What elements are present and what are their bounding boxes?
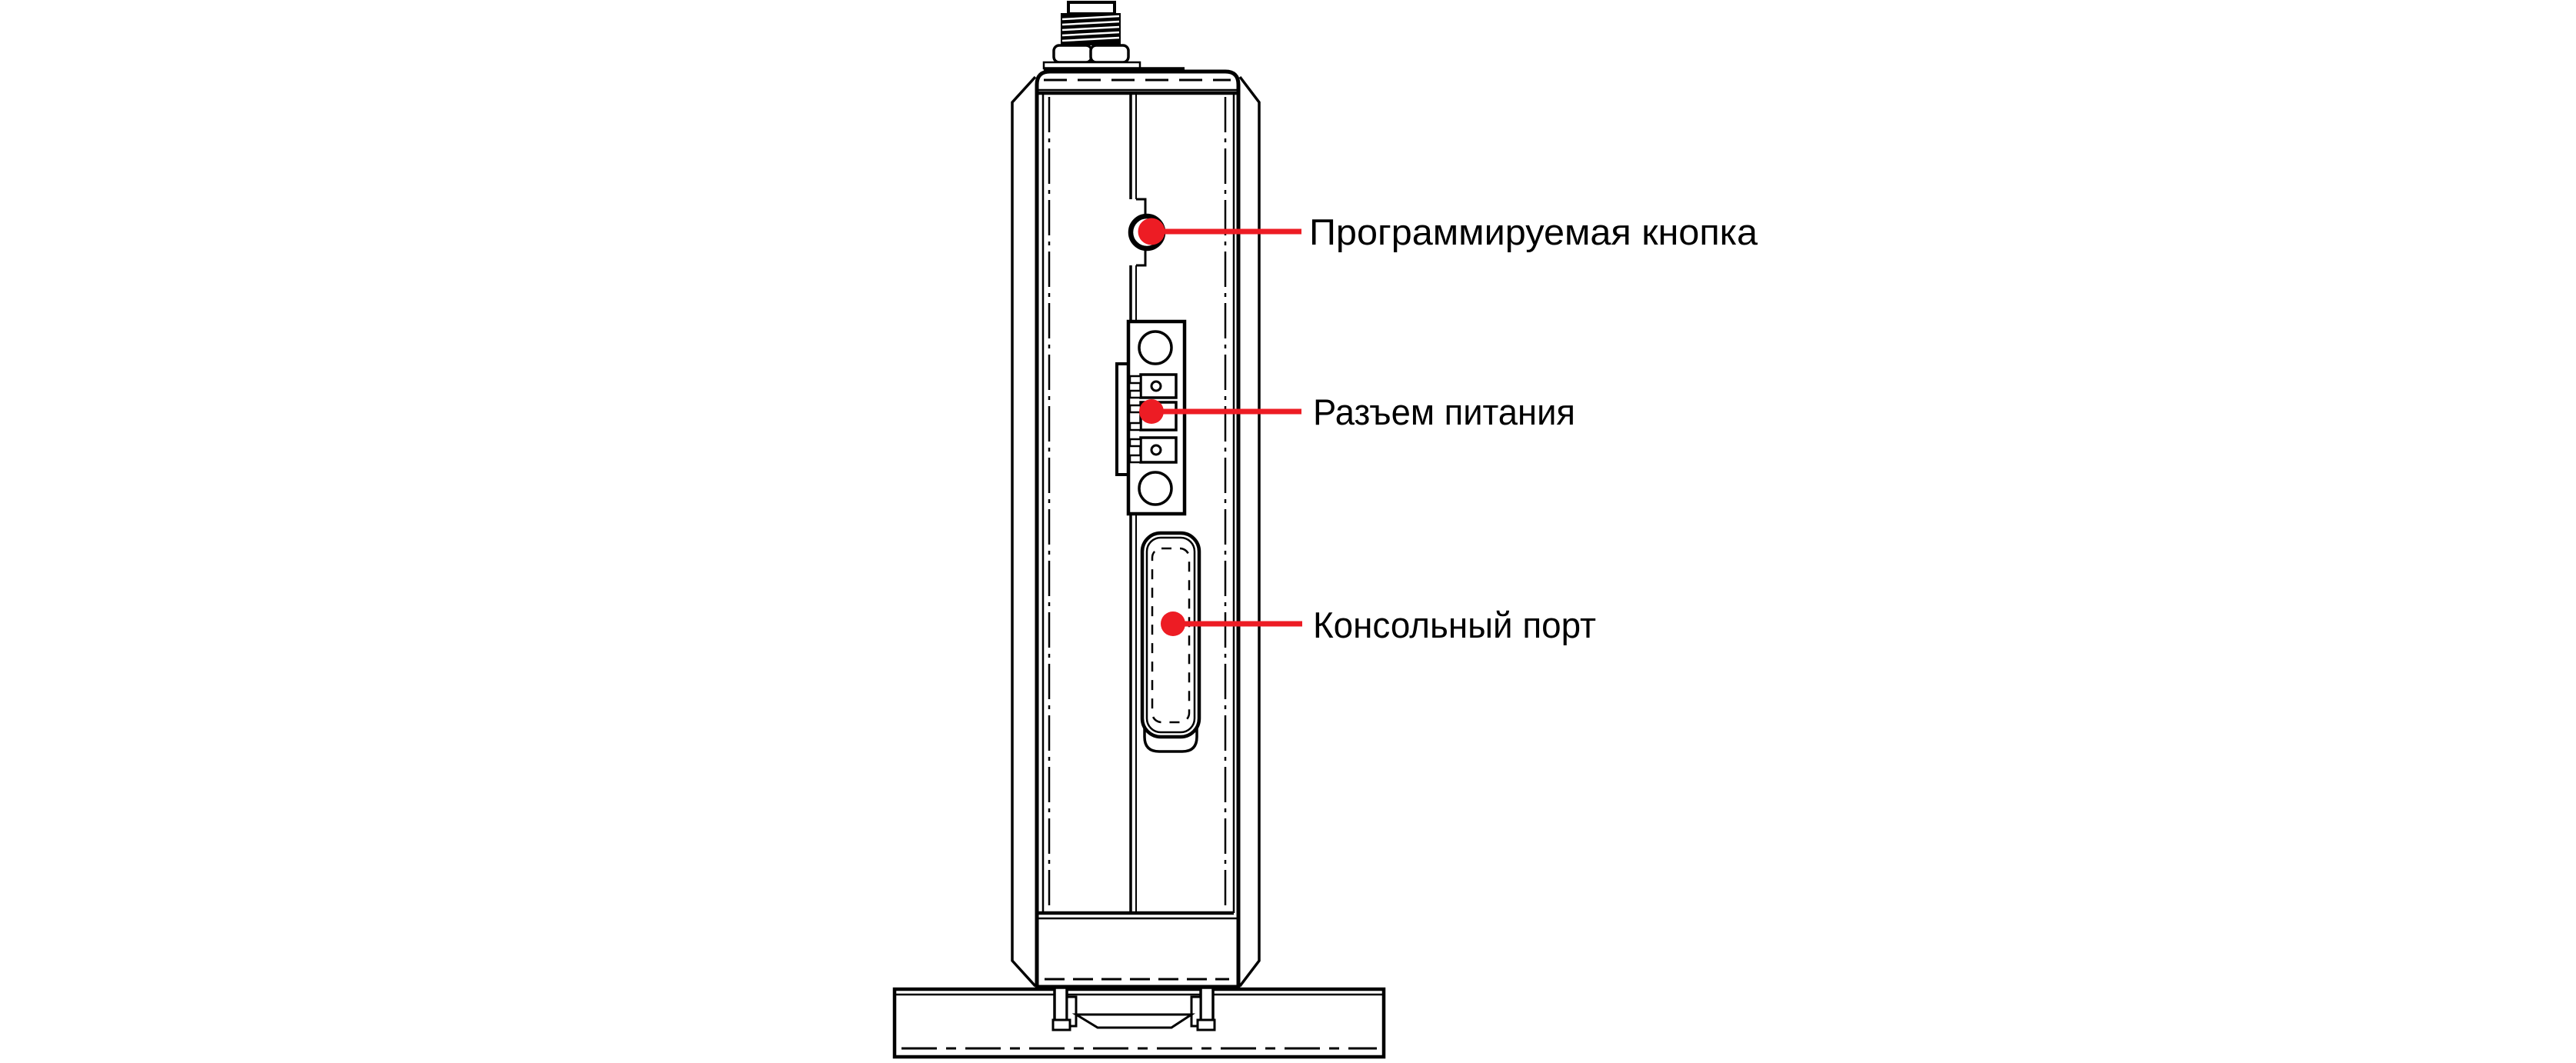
clip-left-foot (1051, 1018, 1071, 1031)
callout-dot-power-connector (1139, 399, 1164, 424)
right-flange (1238, 75, 1261, 988)
terminal-screw-3 (1150, 444, 1162, 456)
din-rail-clip (1051, 986, 1216, 1031)
antenna-connector-icon (1042, 1, 1185, 71)
console-port-inner (1145, 536, 1196, 734)
callout-console-port: Консольный порт (1161, 605, 1596, 645)
console-port-icon (1140, 531, 1201, 753)
left-flange (1011, 75, 1037, 988)
chassis-outline (1035, 69, 1241, 989)
terminal-screw-1 (1150, 380, 1162, 392)
clip-right-foot (1196, 1018, 1216, 1031)
clip-plate (1071, 1013, 1196, 1029)
callout-power-connector: Разъем питания (1139, 392, 1575, 432)
terminal-cell-1 (1139, 373, 1178, 399)
callout-label-console-port: Консольный порт (1313, 605, 1596, 645)
power-screw-bottom (1138, 471, 1173, 506)
power-screw-top (1138, 330, 1173, 365)
console-port-hidden-opening (1151, 547, 1191, 724)
antenna-nut-left (1052, 44, 1093, 64)
callout-programmable-button: Программируемая кнопка (1138, 212, 1758, 252)
callouts: Программируемая кнопка Разъем питания Ко… (1138, 212, 1758, 645)
button-panel-step (1136, 198, 1147, 267)
front-panel-seam (1129, 95, 1137, 913)
callout-label-programmable-button: Программируемая кнопка (1309, 212, 1758, 252)
callout-label-power-connector: Разъем питания (1313, 392, 1575, 432)
antenna-nut-right (1089, 44, 1130, 64)
antenna-cap (1067, 1, 1116, 15)
terminal-clamp-tabs (1128, 375, 1142, 464)
callout-dot-console-port (1161, 611, 1185, 636)
callout-dot-programmable-button (1138, 218, 1165, 245)
din-rail (892, 987, 1386, 1059)
antenna-thread-lines (1061, 15, 1120, 42)
device-chassis (1035, 69, 1241, 989)
side-flanges (1011, 75, 1261, 988)
